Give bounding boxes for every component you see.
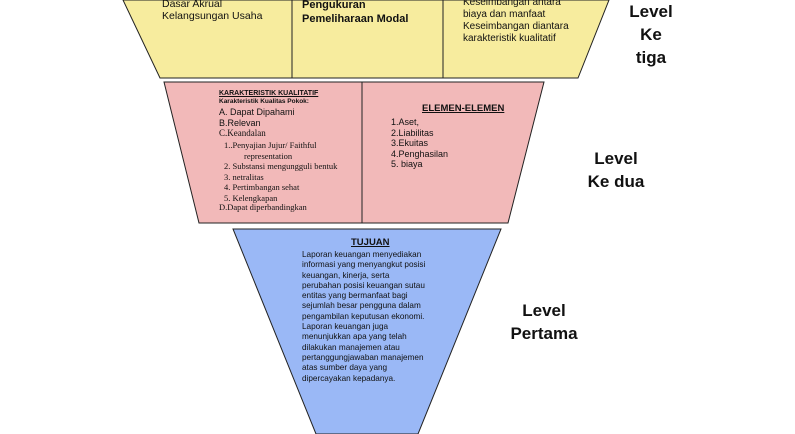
element-item: 2.Liabilitas [391, 127, 434, 138]
level-label-line: Level [594, 149, 638, 168]
middle-band [163, 81, 545, 224]
quality-item: B.Relevan [219, 117, 261, 128]
quality-subitem: 1..Penyajian Jujur/ Faithful [224, 140, 317, 150]
level-label-line: Level [522, 301, 566, 320]
bottom-line: perubahan posisi keuangan sutau [302, 280, 425, 290]
middle-right-title: ELEMEN-ELEMEN [422, 103, 505, 114]
level-two-label: Level Ke dua [576, 147, 656, 193]
element-item: 4.Penghasilan [391, 148, 449, 159]
bottom-line: keuangan, kinerja, serta [302, 270, 390, 280]
bottom-line: menunjukkan apa yang telah [302, 332, 407, 342]
top-col3: Keseimbangan antara biaya dan manfaat Ke… [463, 0, 569, 45]
bottom-line: dilakukan manajemen atau [302, 342, 400, 352]
quality-subitem: 2. Substansi mengungguli bentuk [224, 161, 338, 171]
top-col1-line: Kelangsungan Usaha [162, 10, 263, 22]
quality-item-last: D.Dapat diperbandingkan [219, 202, 307, 212]
top-col3-line: Keseimbangan antara [463, 0, 561, 8]
level-three-label: Level Ke tiga [616, 0, 686, 69]
quality-subitem: representation [244, 150, 293, 161]
quality-item: A. Dapat Dipahami [219, 107, 295, 117]
middle-left-subitems: 1..Penyajian Jujur/ Faithful representat… [224, 140, 337, 203]
level-one-label: Level Pertama [500, 299, 588, 345]
middle-left-subtitle: Karakteristik Kualitas Pokok: [219, 98, 309, 105]
bottom-line: Laporan keuangan juga [302, 322, 389, 332]
top-col3-line: Keseimbangan diantara [463, 21, 569, 32]
top-col2-line: Pengukuran [302, 0, 366, 11]
quality-subitem: 4. Pertimbangan sehat [224, 182, 300, 192]
bottom-line: entitas yang bermanfaat bagi [302, 291, 408, 301]
top-col3-line: biaya dan manfaat [463, 9, 546, 20]
bottom-text: Laporan keuangan menyediakan informasi y… [302, 250, 425, 384]
level-label-line: Ke dua [587, 172, 645, 191]
level-label-line: tiga [635, 48, 667, 67]
quality-item: C.Keandalan [219, 128, 266, 138]
bottom-line: pengambilan keputusan ekonomi. [302, 311, 425, 321]
quality-subitem: 5. Kelengkapan [224, 192, 278, 203]
bottom-triangle [232, 228, 502, 434]
bottom-line: sejumlah besar pengguna dalam [302, 301, 421, 311]
bottom-line: Laporan keuangan menyediakan [302, 250, 422, 259]
middle-left-title: KARAKTERISTIK KUALITATIF [219, 90, 319, 97]
top-col1-line: Dasar Akrual [162, 0, 223, 10]
quality-subitem: 3. netralitas [224, 171, 264, 182]
top-col1: Dasar Akrual Kelangsungan Usaha [162, 0, 262, 22]
middle-right-items: 1.Aset, 2.Liabilitas 3.Ekuitas 4.Penghas… [391, 117, 448, 170]
bottom-line: atas sumber daya yang [302, 363, 388, 373]
top-band [122, 0, 610, 79]
element-item: 5. biaya [391, 159, 423, 169]
element-item: 1.Aset, [391, 117, 420, 127]
bottom-title: TUJUAN [351, 237, 390, 248]
top-col3-line: karakteristik kualitatif [463, 33, 556, 44]
top-col2-line: Pemeliharaan Modal [302, 13, 409, 25]
level-label-line: Level [629, 2, 673, 21]
element-item: 3.Ekuitas [391, 138, 429, 148]
top-col2: Pengukuran Pemeliharaan Modal [302, 0, 408, 26]
middle-left-items: A. Dapat Dipahami B.Relevan C.Keandalan [219, 107, 295, 139]
bottom-line: informasi yang menyangkut posisi [302, 260, 426, 270]
level-label-line: Pertama [510, 324, 578, 343]
bottom-line: dipercayakan kepadanya. [302, 373, 396, 383]
bottom-line: pertanggungjawaban manajemen [302, 352, 424, 362]
level-label-line: Ke [640, 25, 662, 44]
